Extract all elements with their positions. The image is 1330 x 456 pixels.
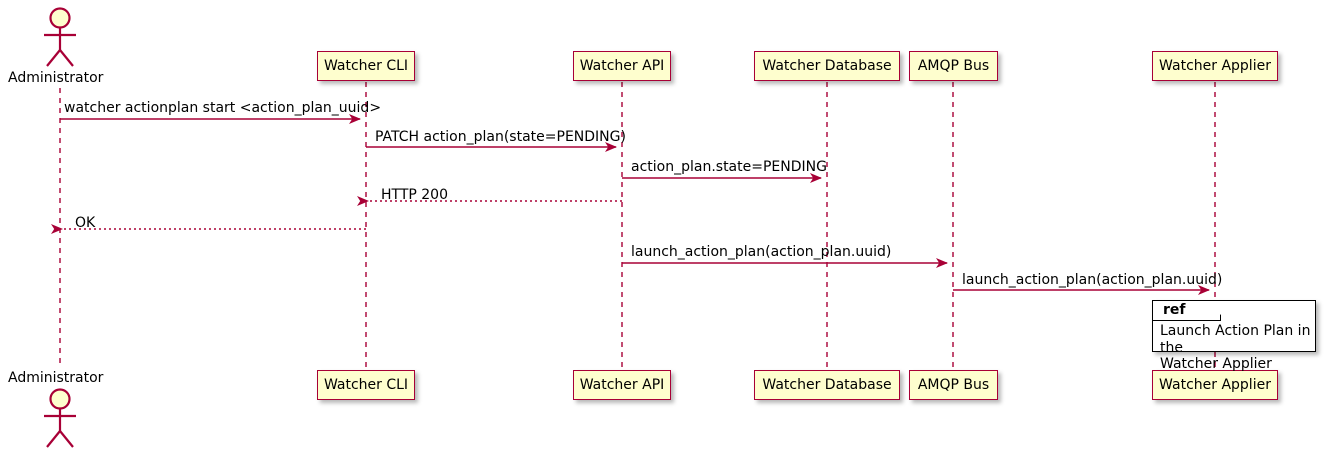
participant-box-watcher-cli-bottom[interactable]: Watcher CLI [317,370,415,400]
message-label-7: launch_action_plan(action_plan.uuid) [962,272,1223,288]
participant-label-watcher-database: Watcher Database [762,377,892,393]
participant-box-watcher-api-bottom[interactable]: Watcher API [573,370,671,400]
message-label-6: launch_action_plan(action_plan.uuid) [631,244,892,260]
actor-label-administrator-bottom: Administrator [8,370,104,386]
actor-label-administrator-top: Administrator [8,70,104,86]
participant-label-watcher-applier: Watcher Applier [1159,377,1271,393]
ref-fragment-line2: Watcher Applier [1160,356,1272,373]
participant-box-amqp-bus-bottom[interactable]: AMQP Bus [909,370,998,400]
message-label-3: action_plan.state=PENDING [631,159,827,175]
participant-label-watcher-cli: Watcher CLI [323,377,409,393]
message-label-2: PATCH action_plan(state=PENDING) [375,129,626,145]
participant-box-watcher-applier-bottom[interactable]: Watcher Applier [1152,370,1278,400]
lifelines [59,82,1216,370]
message-label-4: HTTP 200 [381,187,448,203]
participant-box-watcher-database-bottom[interactable]: Watcher Database [754,370,900,400]
participant-label-watcher-api: Watcher API [579,58,665,74]
participant-box-watcher-api-top[interactable]: Watcher API [573,51,671,81]
participant-label-amqp-bus: AMQP Bus [917,377,990,393]
ref-fragment-body: Launch Action Plan in the Watcher Applie… [1160,323,1318,373]
participant-label-watcher-applier: Watcher Applier [1159,58,1271,74]
message-label-5: OK [75,215,96,231]
participant-box-watcher-cli-top[interactable]: Watcher CLI [317,51,415,81]
participant-label-watcher-cli: Watcher CLI [323,58,409,74]
participant-label-amqp-bus: AMQP Bus [917,58,990,74]
participant-label-watcher-api: Watcher API [579,377,665,393]
ref-fragment-keyword: ref [1163,302,1186,318]
participant-label-watcher-database: Watcher Database [762,58,892,74]
actor-administrator-top [44,7,76,67]
ref-fragment-line1: Launch Action Plan in the [1160,323,1311,356]
participant-box-amqp-bus-top[interactable]: AMQP Bus [909,51,998,81]
participant-box-watcher-database-top[interactable]: Watcher Database [754,51,900,81]
actor-administrator-bottom [44,388,76,448]
message-label-1: watcher actionplan start <action_plan_uu… [64,100,382,116]
participant-box-watcher-applier-top[interactable]: Watcher Applier [1152,51,1278,81]
message-arrows [51,114,1210,295]
ref-fragment[interactable]: ref Launch Action Plan in the Watcher Ap… [1152,300,1316,372]
